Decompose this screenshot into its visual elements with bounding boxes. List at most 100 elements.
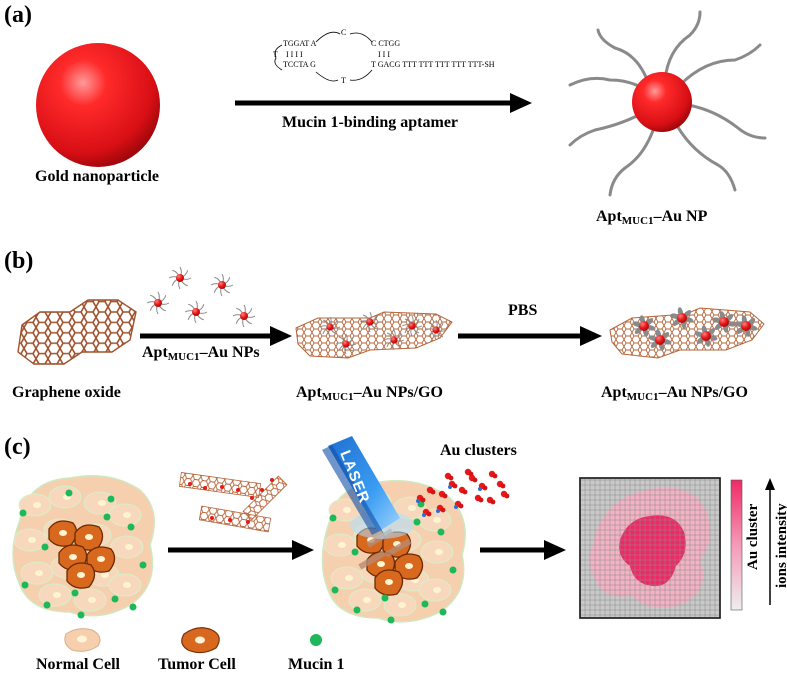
seq-ticks-left: I I I I [286, 50, 303, 59]
au-ion [442, 493, 448, 499]
au-ion [440, 507, 446, 513]
cell-nucleus [343, 507, 351, 513]
au-ion-blue [448, 485, 452, 489]
au-ion [504, 493, 510, 499]
seq-top-right: C CTGG [371, 39, 401, 48]
aggregated-np [632, 315, 656, 337]
au-ion [492, 473, 498, 479]
aggregated-np [694, 325, 718, 347]
mucin-dot [77, 611, 85, 619]
go-aggregated-nps [632, 307, 758, 351]
float-np-dot [260, 488, 264, 492]
intensity-scale-bar [730, 479, 743, 611]
arrow-b2-head [580, 326, 602, 346]
tumor-nucleus [405, 563, 413, 569]
au-ion [426, 511, 432, 517]
intensity-label-line1: Au cluster [745, 503, 761, 570]
seq-ticks-right: I I I [378, 50, 390, 59]
cell-nucleus [398, 602, 406, 608]
cell-nucleus [98, 500, 106, 506]
graphene-oxide-sheet [17, 299, 137, 365]
mucin-dot [129, 603, 137, 611]
arrow-b1-label: AptMUC1–Au NPs [142, 344, 260, 363]
tumor-nucleus [77, 572, 85, 578]
free-np-cluster [146, 266, 256, 328]
float-np-dot [270, 478, 274, 482]
au-ion [430, 489, 436, 495]
go-sheet-middle [295, 311, 453, 359]
arrow-c2-head [544, 540, 566, 560]
ion-intensity-map [579, 477, 721, 619]
mini-apt-np [232, 304, 256, 328]
seq-bottom-right: T GACG TTT TTT TTT TTT TTT-SH [371, 60, 495, 69]
au-ion [482, 485, 488, 491]
mucin-dot [449, 566, 457, 574]
au-ion [448, 475, 454, 481]
mini-apt-np [184, 300, 208, 324]
cell-nucleus [88, 597, 96, 603]
mucin-dot [43, 601, 51, 609]
mini-apt-np [359, 311, 381, 333]
pbs-label: PBS [508, 302, 538, 319]
apt-au-np-label: AptMUC1–Au NP [596, 208, 708, 227]
mucin-dot [19, 509, 27, 517]
mucin-dot [437, 528, 445, 536]
cell-nucleus [433, 517, 441, 523]
mucin-dot [353, 606, 361, 614]
mucin-dot [21, 581, 29, 589]
mucin-dot [65, 489, 73, 497]
arrow-b1-head [270, 326, 292, 346]
intensity-label-line2: ions intensity [774, 503, 787, 588]
seq-top-left: TGGAT A [283, 39, 317, 48]
mini-apt-np [383, 329, 405, 351]
cell-nucleus [123, 512, 131, 518]
au-ion [472, 477, 478, 483]
mucin-dot [111, 595, 119, 603]
aggregated-np [734, 315, 758, 337]
seq-loop-bottom: T [341, 76, 346, 85]
au-ion-blue [416, 499, 420, 503]
au-ion [462, 489, 468, 495]
apt-au-np [568, 10, 767, 197]
go-on-tumor [384, 538, 412, 558]
legend-tumor-cell-icon [181, 627, 220, 654]
seq-end-left: T [273, 50, 278, 59]
tissue-left [12, 475, 155, 619]
aggregated-np [712, 311, 736, 333]
cell-nucleus [363, 597, 371, 603]
au-ion [468, 471, 474, 477]
panel-label-b: (b) [4, 248, 34, 274]
float-np-dot [203, 486, 207, 490]
au-ion [420, 497, 426, 503]
au-ion-blue [422, 513, 426, 517]
tumor-nucleus [85, 534, 93, 540]
gold-np-label: Gold nanoparticle [35, 168, 160, 185]
au-ion [452, 483, 458, 489]
mucin-dot [71, 589, 79, 597]
mucin-dot [421, 600, 429, 608]
mucin-dot [139, 561, 147, 569]
mid-product-label: AptMUC1–Au NPs/GO [296, 384, 443, 403]
seq-bottom-left: TCCTA G [283, 60, 316, 69]
au-ion [490, 499, 496, 505]
mucin-dot [331, 586, 339, 594]
mucin-dot [127, 523, 135, 531]
float-np-dot [220, 485, 224, 489]
mini-apt-np [146, 291, 170, 315]
cell-nucleus [125, 544, 133, 550]
tissue-middle [321, 479, 466, 624]
laser-beam [322, 436, 414, 539]
go-label: Graphene oxide [12, 384, 121, 401]
cell-nucleus [53, 592, 61, 598]
au-clusters-label: Au clusters [440, 442, 517, 459]
tumor-nucleus [97, 556, 105, 562]
floating-go-sheets [178, 472, 288, 533]
float-np-dot [246, 520, 250, 524]
au-ion-blue [436, 509, 440, 513]
float-np-dot [236, 488, 240, 492]
float-np-dot [250, 496, 254, 500]
tumor-nucleus [385, 579, 393, 585]
legend-mucin-label: Mucin 1 [288, 656, 345, 673]
au-ion-blue [478, 487, 482, 491]
mucin-dot [413, 518, 421, 526]
